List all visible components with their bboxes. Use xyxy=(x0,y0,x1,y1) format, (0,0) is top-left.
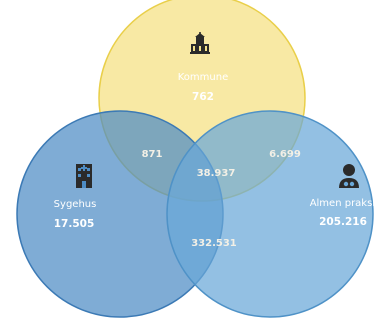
circle-almen-praksis xyxy=(166,110,374,318)
sygehus-label: Sygehus xyxy=(54,199,97,210)
kommune-almen-intersection: 6.699 xyxy=(269,149,301,160)
sygehus-value: 17.505 xyxy=(54,218,95,230)
all-three-intersection: 38.937 xyxy=(197,168,236,179)
sygehus-almen-intersection: 332.531 xyxy=(191,238,237,249)
almen-praksis-label: Almen praksis xyxy=(310,198,381,209)
almen-praksis-value: 205.216 xyxy=(319,216,367,228)
kommune-value: 762 xyxy=(192,91,214,103)
town-hall-icon xyxy=(190,32,210,54)
hospital-icon xyxy=(76,164,92,188)
kommune-sygehus-intersection: 871 xyxy=(142,149,163,160)
doctor-icon xyxy=(339,164,359,188)
kommune-label: Kommune xyxy=(178,72,229,83)
